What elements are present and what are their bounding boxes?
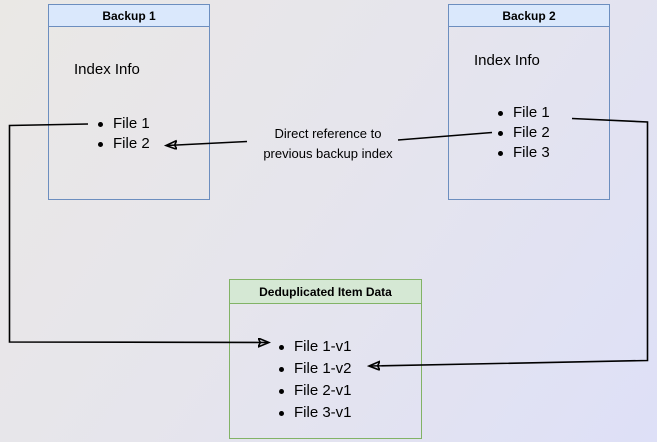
- file-list-item: File 3: [497, 143, 550, 163]
- direct-reference-label: Direct reference to previous backup inde…: [228, 124, 428, 164]
- file-list-item: File 3-v1: [278, 402, 352, 424]
- file-list-item: File 2: [97, 134, 150, 154]
- backup2-header: Backup 2: [449, 5, 609, 27]
- backup1-box: Backup 1: [48, 4, 210, 200]
- backup2-index-info-label: Index Info: [474, 52, 540, 69]
- direct-reference-label-line2: previous backup index: [263, 146, 393, 161]
- file-list-item: File 1: [97, 114, 150, 134]
- backup1-index-info-label: Index Info: [74, 61, 140, 78]
- backup1-header: Backup 1: [49, 5, 209, 27]
- backup2-box: Backup 2: [448, 4, 610, 200]
- file-list-item: File 2-v1: [278, 380, 352, 402]
- file-list-item: File 1-v2: [278, 358, 352, 380]
- file-list-item: File 1-v1: [278, 336, 352, 358]
- direct-reference-label-line1: Direct reference to: [274, 126, 382, 141]
- file-list-item: File 2: [497, 123, 550, 143]
- file-list-item: File 1: [497, 103, 550, 123]
- dedup-header: Deduplicated Item Data: [230, 280, 421, 304]
